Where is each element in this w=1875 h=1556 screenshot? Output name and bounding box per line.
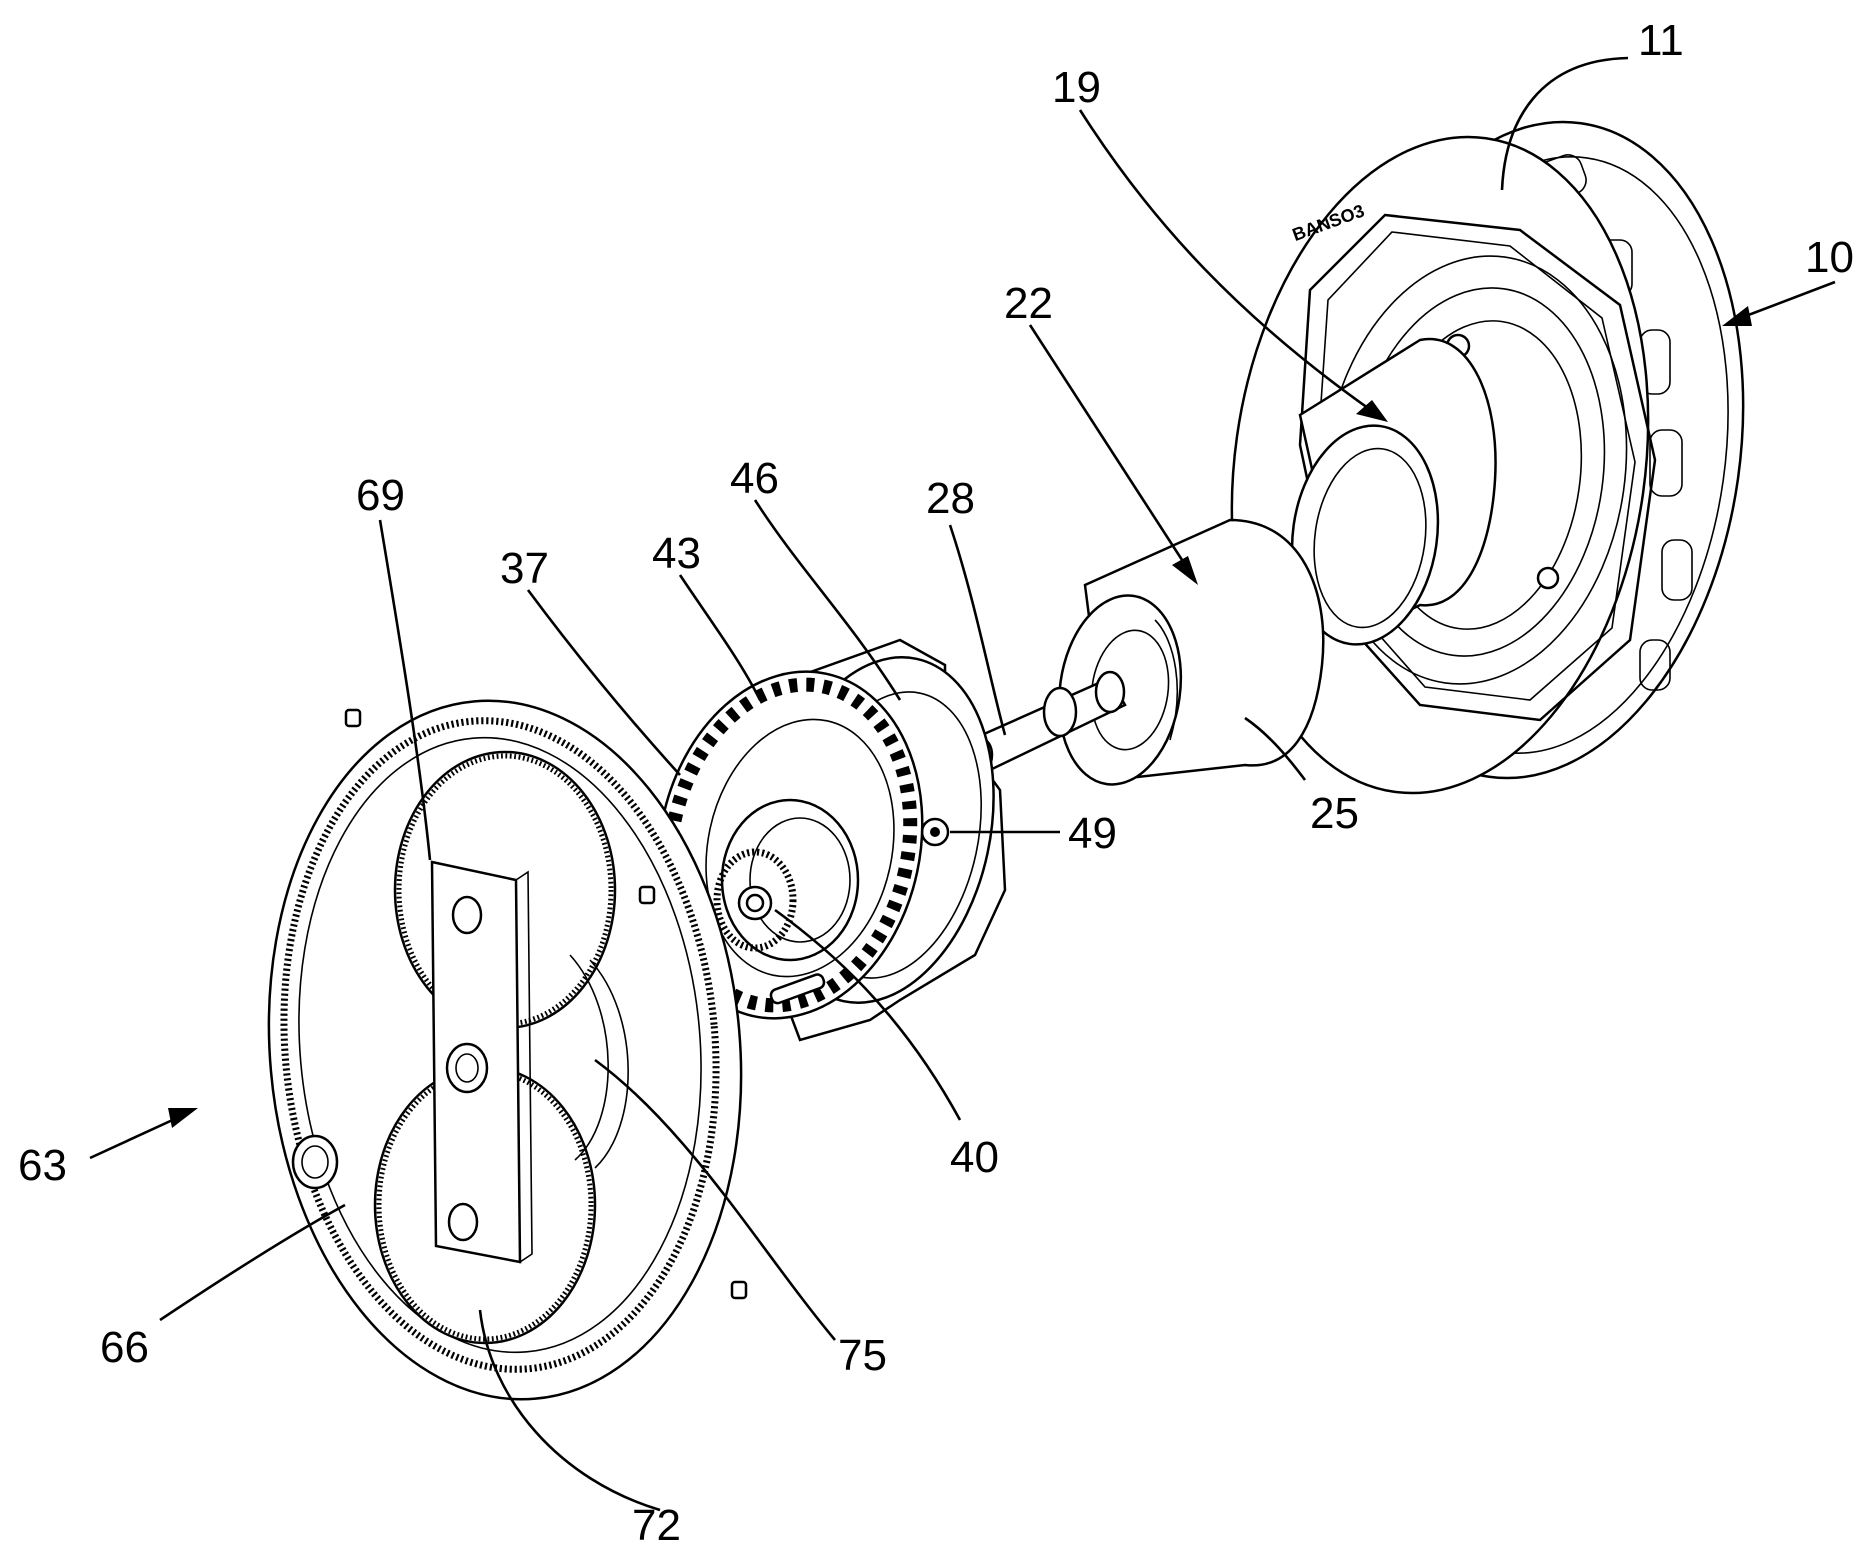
label-37: 37 — [500, 544, 549, 593]
label-10: 10 — [1805, 233, 1854, 282]
label-72: 72 — [632, 1501, 681, 1550]
label-69: 69 — [356, 471, 405, 520]
label-40: 40 — [950, 1133, 999, 1182]
label-63: 63 — [18, 1141, 67, 1190]
label-22: 22 — [1004, 279, 1053, 328]
label-75: 75 — [838, 1331, 887, 1380]
label-19: 19 — [1052, 63, 1101, 112]
label-28: 28 — [926, 474, 975, 523]
label-43: 43 — [652, 529, 701, 578]
label-66: 66 — [100, 1323, 149, 1372]
label-46: 46 — [730, 454, 779, 503]
label-11: 11 — [1638, 16, 1684, 65]
label-25: 25 — [1310, 789, 1359, 838]
label-49: 49 — [1068, 809, 1117, 858]
